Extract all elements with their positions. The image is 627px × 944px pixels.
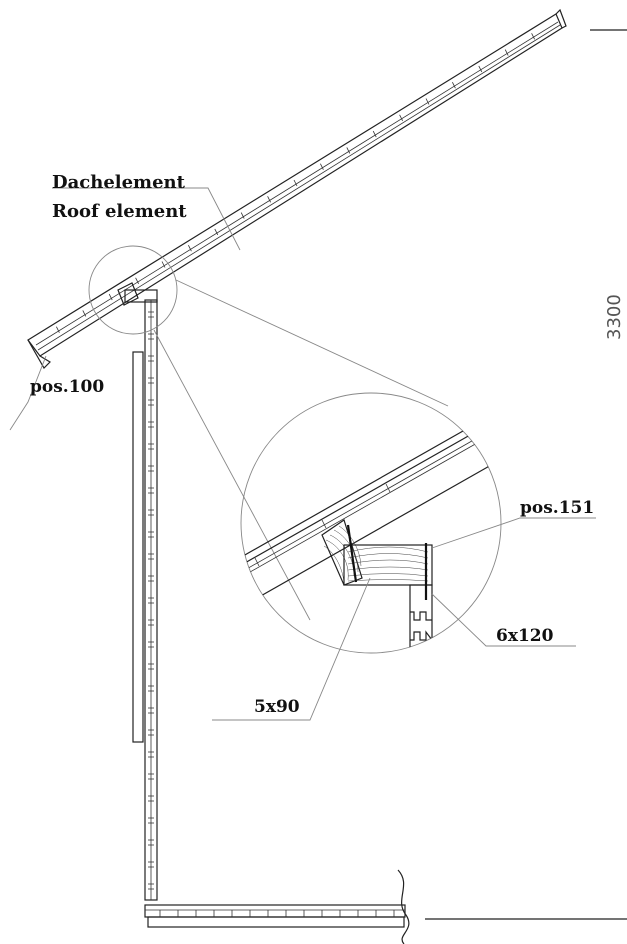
floor-element bbox=[144, 869, 410, 944]
dimension-3300: 3300 bbox=[604, 294, 625, 340]
label-screw-6x120: 6x120 bbox=[496, 626, 554, 646]
label-roof-element: Roof element bbox=[52, 201, 187, 222]
detail-callout-circle bbox=[88, 245, 178, 335]
label-screw-5x90: 5x90 bbox=[254, 697, 300, 717]
detail-view bbox=[240, 392, 502, 654]
label-pos-151: pos.151 bbox=[520, 498, 594, 518]
wall-element bbox=[117, 282, 158, 901]
label-dachelement: Dachelement bbox=[52, 172, 186, 193]
label-pos-100: pos.100 bbox=[30, 377, 104, 397]
